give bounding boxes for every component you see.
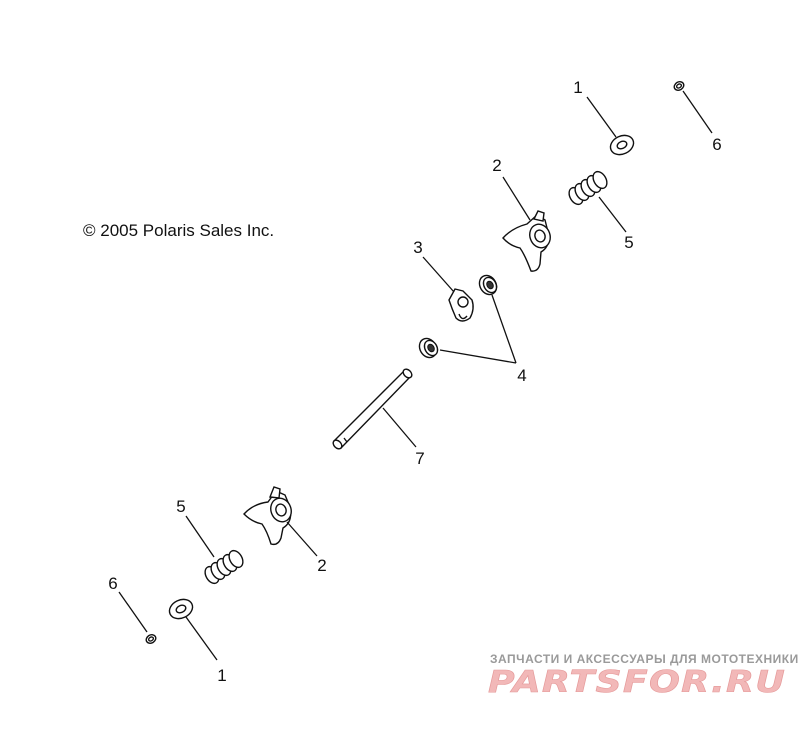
part-6-top-oring	[673, 81, 685, 91]
callout-1-top: 1	[573, 78, 582, 97]
part-7-shaft	[332, 368, 413, 450]
leader-1-top	[586, 96, 617, 138]
leader-1-bottom	[185, 616, 218, 661]
leader-2-bottom	[286, 521, 318, 557]
part-4-roller-lower	[418, 337, 439, 359]
callout-1-bottom: 1	[217, 666, 226, 685]
part-4-roller-upper	[478, 274, 498, 296]
watermark-tagline: ЗАПЧАСТИ И АКСЕССУАРЫ ДЛЯ МОТОТЕХНИКИ	[490, 652, 799, 666]
copyright-text: © 2005 Polaris Sales Inc.	[83, 221, 274, 240]
part-1-bottom-washer	[168, 598, 194, 620]
leader-2-top	[502, 176, 531, 221]
part-6-bottom-oring	[145, 634, 157, 644]
part-2-bottom-shift-fork	[243, 486, 292, 546]
part-1-top-washer	[609, 134, 635, 156]
leader-7	[382, 407, 417, 448]
leader-4-upper	[491, 294, 517, 364]
callout-6-top: 6	[712, 135, 721, 154]
callout-7: 7	[415, 449, 424, 468]
callout-5-top: 5	[624, 233, 633, 252]
part-2-top-shift-fork	[502, 210, 551, 272]
part-3-follower	[448, 288, 474, 322]
part-5-bottom-spring	[204, 549, 244, 585]
callout-4: 4	[517, 366, 526, 385]
leader-6-bottom	[118, 591, 148, 633]
leader-4-lower	[439, 349, 517, 364]
callout-5-bottom: 5	[176, 497, 185, 516]
callout-6-bottom: 6	[108, 574, 117, 593]
leader-3	[422, 256, 455, 293]
leader-5-bottom	[185, 515, 215, 558]
part-5-top-spring	[568, 170, 608, 206]
callout-2-top: 2	[492, 156, 501, 175]
watermark-logo: PARTSFOR.RU	[488, 665, 786, 700]
callout-3: 3	[413, 238, 422, 257]
leader-6-top	[682, 90, 713, 134]
callout-2-bottom: 2	[317, 556, 326, 575]
leader-5-top	[598, 196, 627, 233]
